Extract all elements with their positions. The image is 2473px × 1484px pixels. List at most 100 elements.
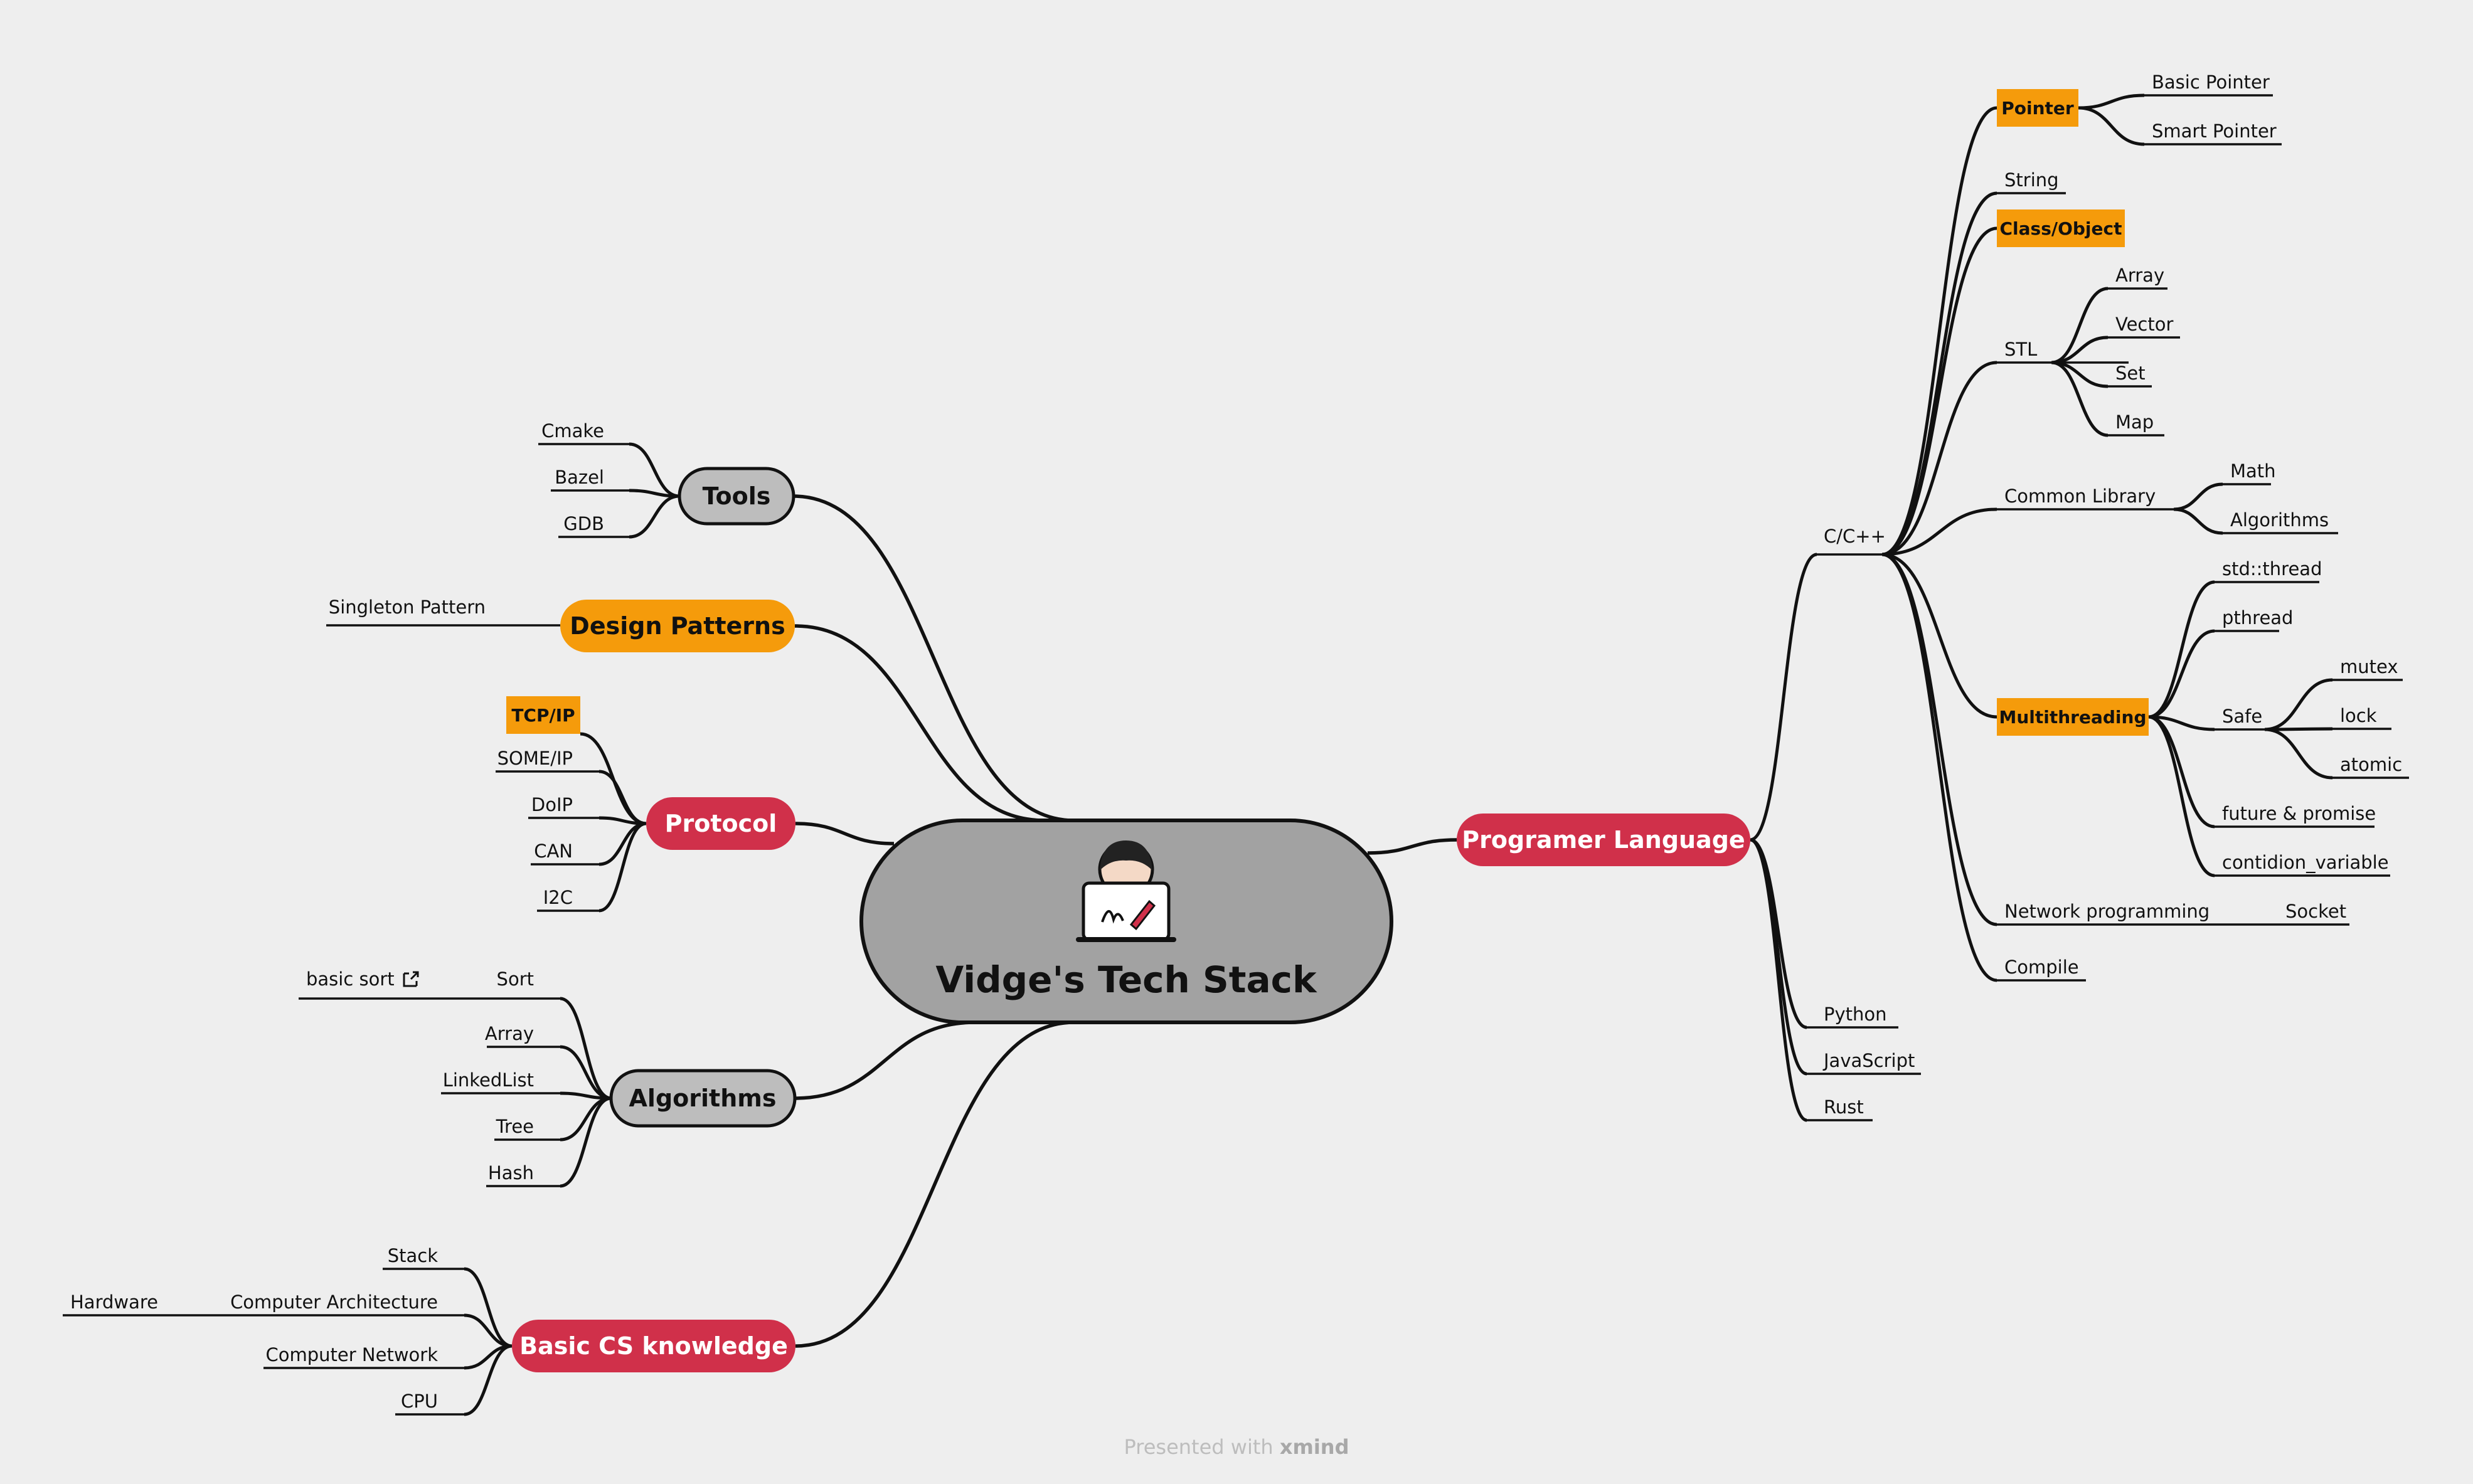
leaf-cpp[interactable]: C/C++ (1824, 526, 1886, 547)
leaf-hardware[interactable]: Hardware (70, 1291, 158, 1313)
pointer-label: Pointer (2001, 98, 2074, 119)
connector (629, 442, 680, 498)
leaf-cmake[interactable]: Cmake (541, 420, 604, 442)
connector (1881, 106, 1997, 556)
connector (1750, 838, 1807, 1076)
connector (2051, 361, 2109, 437)
leaf-string[interactable]: String (2004, 169, 2059, 191)
topic-basic-cs-knowledge[interactable]: Basic CS knowledge (512, 1320, 795, 1372)
protocol-label: Protocol (665, 810, 777, 837)
leaf-mutex[interactable]: mutex (2340, 656, 2398, 677)
leaf-bazel[interactable]: Bazel (555, 467, 604, 488)
leaf-network-programming[interactable]: Network programming (2004, 901, 2210, 922)
topic-programer-language[interactable]: Programer Language (1457, 814, 1750, 866)
leaf-common-library[interactable]: Common Library (2004, 485, 2156, 507)
leaf-can[interactable]: CAN (534, 840, 573, 862)
connector (2078, 93, 2145, 110)
connector (2148, 629, 2215, 719)
connector (793, 494, 1075, 822)
leaf-computer-architecture[interactable]: Computer Architecture (230, 1291, 438, 1313)
leaf-algorithms-lib[interactable]: Algorithms (2230, 509, 2329, 531)
topic-algorithms[interactable]: Algorithms (609, 1069, 797, 1128)
leaf-linkedlist[interactable]: LinkedList (443, 1069, 534, 1091)
connector (2148, 715, 2215, 877)
leaf-stl-array[interactable]: Array (2115, 265, 2164, 286)
leaf-python[interactable]: Python (1824, 1004, 1887, 1025)
leaf-math[interactable]: Math (2230, 460, 2276, 482)
leaf-basic-sort[interactable]: basic sort (306, 968, 395, 990)
tcp-ip-label: TCP/IP (511, 705, 575, 726)
leaf-doip[interactable]: DoIP (531, 794, 573, 815)
leaf-basic-pointer[interactable]: Basic Pointer (2152, 72, 2270, 93)
connector (2148, 580, 2215, 719)
footer-credit: Presented with xmind (1124, 1435, 1349, 1459)
tools-label: Tools (703, 482, 771, 510)
leaf-singleton-pattern[interactable]: Singleton Pattern (329, 596, 486, 618)
central-topic[interactable]: Vidge's Tech Stack (859, 819, 1393, 1024)
footer-text: Presented with (1124, 1435, 1274, 1459)
leaf-compile[interactable]: Compile (2004, 957, 2079, 978)
topic-protocol[interactable]: Protocol (646, 797, 795, 850)
leaf-sort[interactable]: Sort (497, 968, 534, 990)
algorithms-label: Algorithms (629, 1084, 777, 1112)
connector (560, 1096, 612, 1142)
leaf-std-thread[interactable]: std::thread (2222, 558, 2322, 580)
developer-laptop-icon (1076, 840, 1176, 942)
connector (2148, 715, 2215, 731)
connector (598, 822, 647, 866)
leaf-pthread[interactable]: pthread (2222, 607, 2293, 628)
leaf-future-promise[interactable]: future & promise (2222, 803, 2376, 824)
external-link-icon[interactable] (403, 971, 419, 987)
topic-tcp-ip[interactable]: TCP/IP (506, 696, 580, 734)
leaf-smart-pointer[interactable]: Smart Pointer (2152, 120, 2277, 142)
topic-multithreading[interactable]: Multithreading (1997, 698, 2149, 736)
leaf-safe[interactable]: Safe (2222, 706, 2262, 727)
leaf-array[interactable]: Array (485, 1023, 534, 1044)
connector (560, 1096, 612, 1188)
connector (1367, 838, 1457, 855)
leaf-stl-set[interactable]: Set (2115, 363, 2146, 384)
leaf-hash[interactable]: Hash (488, 1162, 534, 1184)
basic-cs-label: Basic CS knowledge (519, 1332, 788, 1360)
connector (794, 1020, 976, 1100)
connector (1881, 361, 1997, 556)
leaf-atomic[interactable]: atomic (2340, 754, 2402, 775)
topic-class-object[interactable]: Class/Object (1997, 209, 2125, 247)
connector (2264, 678, 2333, 731)
connector (1881, 507, 1997, 556)
connector (1881, 553, 1997, 719)
connector (1750, 838, 1807, 1122)
leaf-stack[interactable]: Stack (388, 1245, 438, 1266)
leaf-stl-map[interactable]: Map (2115, 411, 2154, 433)
leaf-socket[interactable]: Socket (2285, 901, 2346, 922)
leaf-computer-network[interactable]: Computer Network (266, 1344, 439, 1365)
leaf-i2c[interactable]: I2C (543, 887, 573, 908)
leaf-some-ip[interactable]: SOME/IP (497, 748, 573, 769)
multithreading-label: Multithreading (1999, 707, 2146, 728)
connector (1881, 553, 1997, 982)
leaf-rust[interactable]: Rust (1824, 1096, 1864, 1118)
connector (598, 822, 647, 913)
leaf-stl-vector[interactable]: Vector (2115, 314, 2173, 335)
leaf-condition-variable[interactable]: contidion_variable (2222, 852, 2389, 873)
leaf-stl[interactable]: STL (2004, 339, 2037, 360)
design-patterns-label: Design Patterns (570, 612, 785, 640)
leaf-cpu[interactable]: CPU (401, 1391, 438, 1412)
connector (2173, 507, 2223, 535)
leaf-tree[interactable]: Tree (496, 1116, 534, 1137)
leaf-gdb[interactable]: GDB (563, 513, 604, 534)
connector-lines (464, 93, 2333, 1416)
connector (1750, 553, 1817, 842)
leaf-underlines (63, 94, 2409, 1416)
leaf-lock[interactable]: lock (2340, 705, 2377, 726)
connector (795, 822, 895, 845)
topic-pointer[interactable]: Pointer (1997, 89, 2078, 127)
connector (464, 1313, 513, 1348)
topic-design-patterns[interactable]: Design Patterns (560, 600, 795, 652)
connector (2051, 287, 2109, 364)
connector (2173, 482, 2223, 511)
connector (560, 1045, 612, 1100)
leaf-javascript[interactable]: JavaScript (1822, 1050, 1915, 1071)
topic-tools[interactable]: Tools (678, 467, 795, 526)
